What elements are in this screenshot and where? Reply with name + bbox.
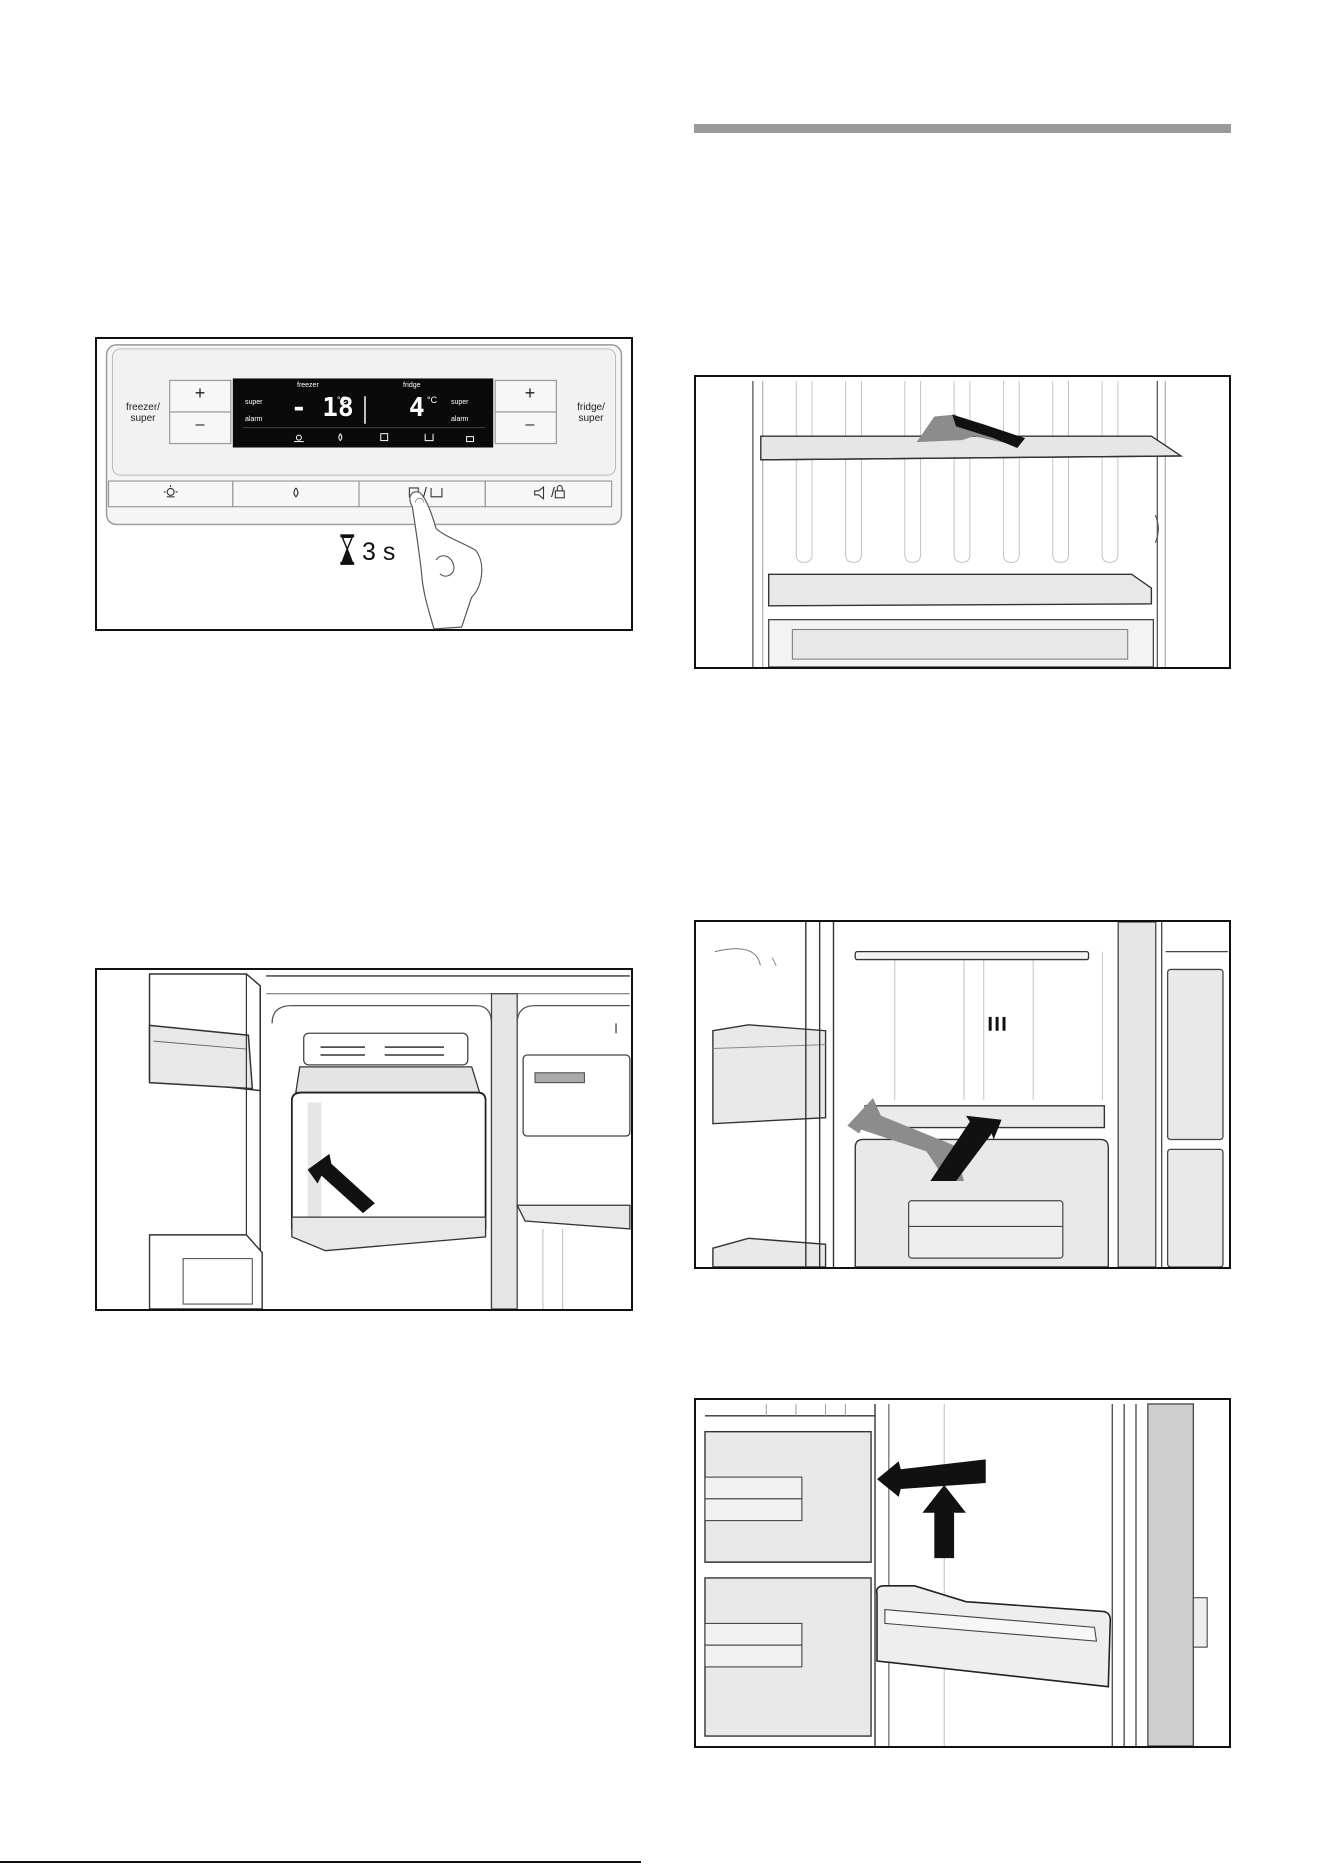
lcd-fridge-unit: °C	[427, 396, 437, 405]
lower-glass-shelf	[769, 574, 1152, 606]
freezer-drawer-figure	[694, 920, 1231, 1269]
back-wall-ribs	[796, 381, 1118, 562]
glass-shelf-drawing	[696, 377, 1229, 667]
lcd-freezer-unit: °C	[337, 396, 347, 405]
door-rack-figure	[694, 1398, 1231, 1748]
hourglass-icon	[340, 534, 354, 565]
section-heading-rule	[694, 124, 1231, 133]
door-mark	[772, 958, 776, 966]
freezer-drawer-handle	[909, 1201, 1063, 1258]
freezer-plus-label: +	[189, 384, 211, 403]
lcd-alarm-right: alarm	[451, 416, 469, 423]
door-shelf-lower	[713, 1238, 826, 1267]
fridge-minus-label: –	[519, 417, 541, 434]
control-panel-figure: freezer/ super fridge/ super + – + – fre…	[95, 337, 633, 631]
fridge-side-unit	[523, 1055, 630, 1136]
left-drawer-lower-label-2	[705, 1645, 802, 1667]
light-button[interactable]	[109, 481, 233, 507]
vegetable-drawer-front	[792, 630, 1127, 660]
door-shelf-upper	[713, 1025, 826, 1124]
lcd-freezer-heading: freezer	[297, 382, 319, 389]
left-drawer-upper-label-1	[705, 1477, 802, 1499]
page-footer-rule	[0, 1861, 641, 1863]
door-rack-drawing	[696, 1400, 1229, 1746]
ice-container-base	[292, 1217, 486, 1251]
fridge-super-label: fridge/ super	[561, 403, 621, 424]
position-mark-iii	[989, 1017, 1006, 1031]
alarm-lock-separator: /	[548, 485, 558, 500]
hold-duration-label: 3 s	[362, 539, 395, 565]
door-curve	[715, 949, 760, 966]
fridge-side-slot	[535, 1073, 584, 1083]
freezer-ice-container-figure	[95, 968, 633, 1311]
door-shelf-lower	[150, 1235, 263, 1309]
door-panel	[1148, 1404, 1193, 1746]
rack-remove-arrow-icon	[877, 1459, 986, 1497]
top-rail	[855, 952, 1088, 960]
right-drawer-lower	[1168, 1149, 1223, 1267]
top-rail-marks	[766, 1404, 845, 1416]
lcd-fridge-heading: fridge	[403, 382, 421, 389]
lcd-super-right: super	[451, 399, 469, 406]
rack-lift-arrow-icon	[922, 1485, 965, 1558]
freezer-drawer-drawing	[696, 922, 1229, 1267]
lcd-alarm-left: alarm	[245, 416, 263, 423]
freezer-super-label: freezer/ super	[115, 403, 171, 424]
lcd-super-left: super	[245, 399, 263, 406]
left-drawer-upper-label-2	[705, 1499, 802, 1521]
ice-maker-tray-lip	[296, 1067, 480, 1093]
center-divider	[491, 994, 517, 1309]
glass-shelf-figure	[694, 375, 1231, 669]
freezer-ice-container-drawing	[97, 970, 631, 1309]
lcd-display	[233, 378, 493, 447]
fridge-plus-label: +	[519, 384, 541, 403]
center-divider	[1118, 922, 1156, 1267]
left-drawer-lower-label-1	[705, 1623, 802, 1645]
door-shelf-upper	[150, 1025, 253, 1088]
fridge-side-shelf	[517, 1205, 630, 1229]
right-drawer-upper	[1168, 969, 1223, 1139]
door-hinge	[1193, 1598, 1207, 1647]
ice-button-separator: /	[420, 485, 430, 500]
lcd-fridge-temperature: 4	[409, 395, 425, 421]
fridge-interior-outline	[517, 1006, 630, 1024]
ice-maker-unit	[304, 1033, 468, 1065]
freezer-minus-label: –	[189, 417, 211, 434]
water-button[interactable]	[233, 481, 359, 507]
